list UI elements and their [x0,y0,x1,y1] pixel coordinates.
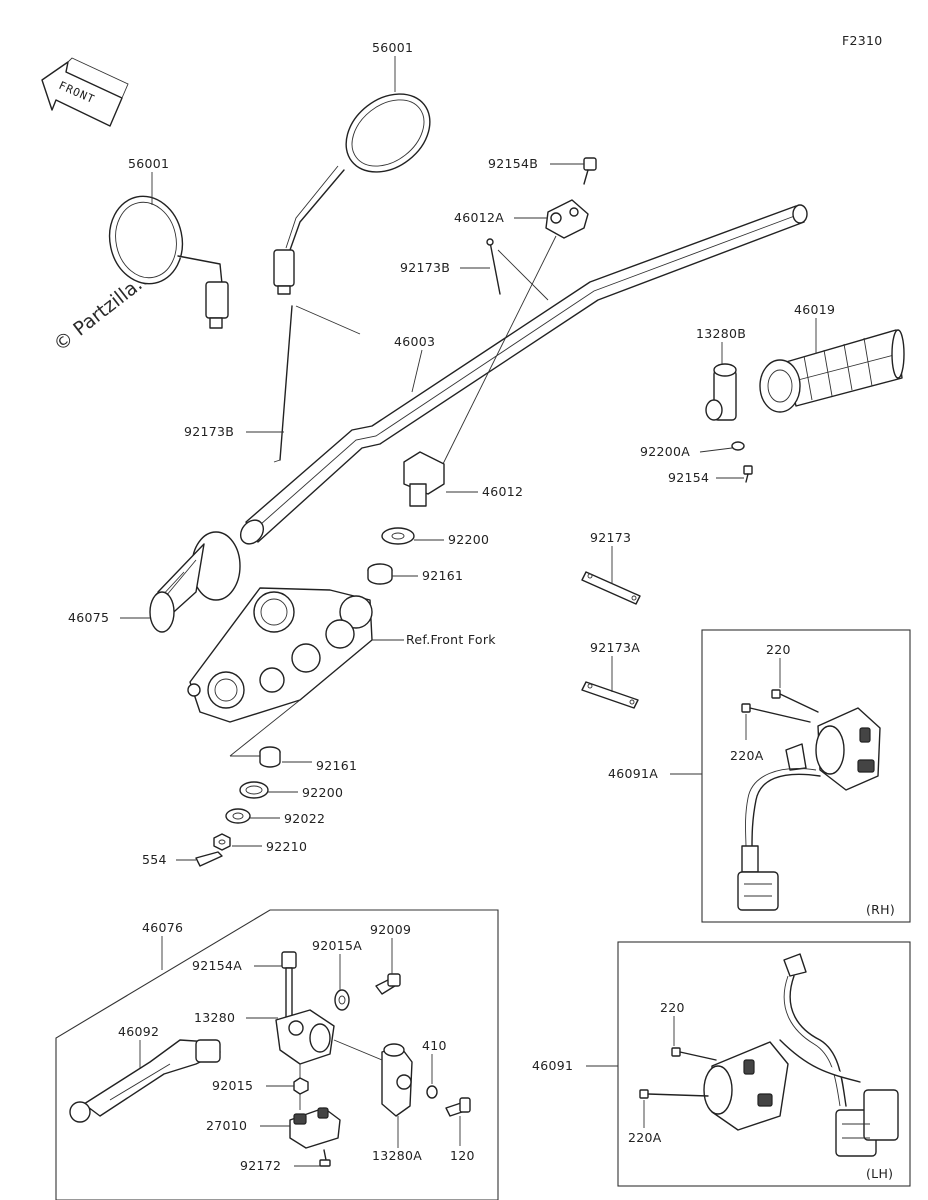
screw-220-rh [771,689,819,713]
label-band-92173B-left: 92173B [184,424,234,439]
nut-92210 [213,833,231,851]
label-nut-92015: 92015 [212,1078,253,1093]
screw-92172 [319,1149,331,1167]
label-holder-13280B: 13280B [696,326,746,341]
nut-92015 [293,1077,309,1095]
bolt-92154A [281,951,297,1023]
label-band-92173A: 92173A [590,640,640,655]
band-92173B-left [273,305,293,463]
holder-13280 [275,1009,335,1110]
label-washer-92200-top: 92200 [448,532,489,547]
switch-46091A [737,707,881,911]
holder-13280A [381,1043,413,1117]
switch-46091 [703,953,899,1157]
screw-220-lh [671,1047,717,1061]
label-screw-92154: 92154 [668,470,709,485]
bolt-120 [445,1097,471,1117]
washer-92200-top [381,527,415,545]
label-screw-92200A: 92200A [640,444,690,459]
label-screw-220-lh: 220 [660,1000,685,1015]
label-screw-92172: 92172 [240,1158,281,1173]
label-washer-92022: 92022 [284,811,325,826]
label-switch-27010: 27010 [206,1118,247,1133]
lh-caption: (LH) [866,1166,893,1181]
screw-220A-rh [741,703,811,723]
label-handlebar: 46003 [394,334,435,349]
label-holder-13280A: 13280A [372,1148,422,1163]
holder-46012 [403,451,445,507]
label-screw-220-rh: 220 [766,642,791,657]
bolt-92154B [583,157,597,185]
mirror-left [108,195,229,329]
pin-554 [195,851,223,867]
label-bolt-92009: 92009 [370,922,411,937]
washer-410 [426,1085,438,1099]
label-washer-92015A: 92015A [312,938,362,953]
holder-13280B [705,363,737,421]
label-bolt-120: 120 [450,1148,475,1163]
collar-92161-bottom [259,746,281,768]
label-switch-46091A: 46091A [608,766,658,781]
washer-92015A [334,989,350,1011]
label-screw-220A-lh: 220A [628,1130,662,1145]
label-grip-46075: 46075 [68,610,109,625]
label-washer-92200-bottom: 92200 [302,785,343,800]
lh-switch-box [617,941,911,1187]
label-lever-assembly: 46076 [142,920,183,935]
label-band-92173B-top: 92173B [400,260,450,275]
label-grip-46019: 46019 [794,302,835,317]
band-92173 [581,571,641,605]
grip-46019 [759,329,905,413]
label-pin-554: 554 [142,852,167,867]
bolt-92009 [375,973,401,995]
handlebar [239,204,808,545]
washer-92022 [225,808,251,824]
front-fork-bracket [187,587,373,723]
switch-27010 [289,1107,341,1149]
label-holder-46012A: 46012A [454,210,504,225]
label-mirror-left: 56001 [128,156,169,171]
front-arrow-icon: FRONT [41,57,129,127]
label-mirror-right: 56001 [372,40,413,55]
collar-92161-top [367,563,393,585]
label-collar-92161-top: 92161 [422,568,463,583]
label-nut-92210: 92210 [266,839,307,854]
holder-46012A [545,199,589,239]
band-92173B-top [486,238,501,295]
screw-92200A [731,441,745,451]
label-holder-13280: 13280 [194,1010,235,1025]
washer-92200-bottom [239,781,269,799]
label-bolt-92154B: 92154B [488,156,538,171]
grip-46075 [149,531,241,633]
rh-caption: (RH) [866,902,895,917]
label-lever-46092: 46092 [118,1024,159,1039]
lever-assembly-box [55,909,499,1200]
label-band-92173: 92173 [590,530,631,545]
rh-switch-box [701,629,911,923]
mirror-right [273,93,431,295]
label-ref-front-fork: Ref.Front Fork [406,632,496,647]
label-holder-46012: 46012 [482,484,523,499]
lever-46092 [69,1039,221,1123]
label-washer-410: 410 [422,1038,447,1053]
label-bolt-92154A: 92154A [192,958,242,973]
band-92173A [581,681,639,709]
label-screw-220A-rh: 220A [730,748,764,763]
screw-92154 [743,465,753,483]
label-collar-92161-bottom: 92161 [316,758,357,773]
screw-220A-lh [639,1089,709,1099]
label-switch-46091: 46091 [532,1058,573,1073]
diagram-code: F2310 [842,33,883,48]
